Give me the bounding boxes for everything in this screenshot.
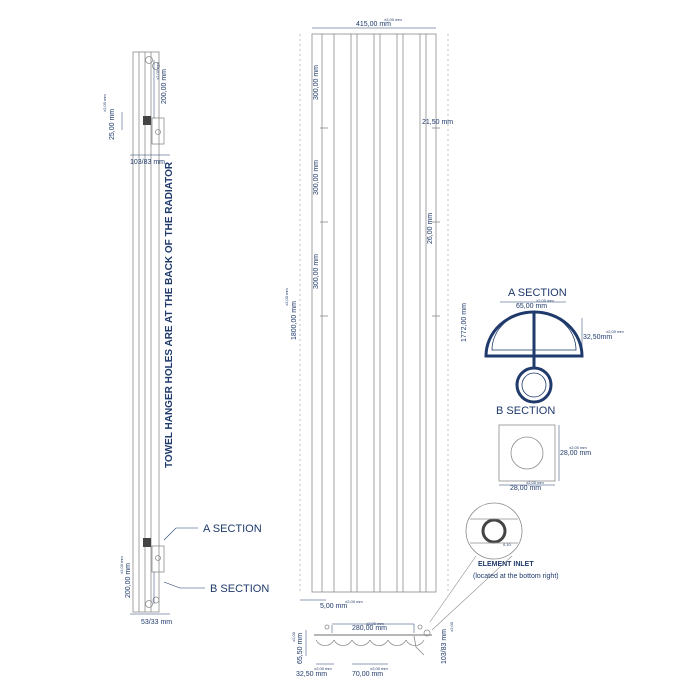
- side-dim-10383: 103/83 mm: [130, 159, 165, 166]
- side-clip-top: [143, 116, 151, 125]
- bottom-dim-3250: 32,50 mm: [296, 671, 327, 678]
- side-dim-top-200: 200,00 mm: [161, 69, 168, 104]
- front-view: [299, 27, 449, 601]
- bottom-dim-10383: 103/83 mm: [441, 629, 448, 664]
- front-dim-width-tol: ±2,00 mm: [384, 17, 402, 22]
- element-inlet-title: ELEMENT INLET: [478, 561, 534, 568]
- element-inlet-detail: [429, 502, 523, 631]
- side-dim-top-tol: ±2,00 mm: [155, 62, 160, 80]
- b-dim-28-h-tol: ±2,00 mm: [569, 445, 587, 450]
- a-section-profile: [484, 310, 584, 404]
- front-dim-500-tol: ±2,00 mm: [345, 599, 363, 604]
- a-dim-3250: 32,50mm: [583, 334, 612, 341]
- front-dim-500: 5,00 mm: [320, 603, 347, 610]
- front-dim-300-a: 300,00 mm: [313, 65, 320, 100]
- front-dim-width: 415,00 mm: [356, 21, 391, 28]
- front-dim-300-c: 300,00 mm: [313, 254, 320, 289]
- bottom-dim-70-tol: ±2,00 mm: [370, 666, 388, 671]
- bottom-dim-280-tol: ±2,00 mm: [366, 621, 384, 626]
- bottom-dim-6550-tol: ±2,00: [291, 631, 296, 642]
- front-dim-height: 1800,00 mm: [291, 301, 298, 340]
- side-dim-25-tol: ±2,00 mm: [102, 94, 107, 112]
- towel-hanger-note: TOWEL HANGER HOLES ARE AT THE BACK OF TH…: [164, 161, 175, 468]
- side-view: [121, 51, 205, 615]
- bottom-dim-70: 70,00 mm: [352, 671, 383, 678]
- side-dim-5333: 53/33 mm: [141, 619, 172, 626]
- bottom-dim-6550: 65,50 mm: [297, 633, 304, 664]
- b-section-detail-title: B SECTION: [496, 405, 555, 417]
- front-dim-300-b: 300,00 mm: [313, 160, 320, 195]
- bottom-view: [305, 623, 432, 665]
- side-bracket-top: [151, 117, 165, 145]
- a-dim-65-tol: ±2,00 mm: [536, 298, 554, 303]
- side-clip-bottom: [143, 538, 151, 547]
- side-bracket-bottom: [151, 545, 165, 573]
- front-dim-height-tol: ±2,00 mm: [284, 288, 289, 306]
- element-inlet-sub: (located at the bottom right): [473, 573, 559, 580]
- b-section-profile: [498, 424, 560, 486]
- bottom-dim-10383-tol: ±2,00: [449, 621, 454, 632]
- a-section-detail-title: A SECTION: [508, 287, 567, 299]
- inlet-tag: 0,10: [503, 542, 512, 547]
- bottom-dim-280: 280,00 mm: [352, 625, 387, 632]
- side-hole-bottom: [145, 600, 153, 608]
- side-view-outline: [132, 51, 160, 613]
- side-dim-bottom-200: 200,00 mm: [125, 563, 132, 598]
- b-dim-28-w-tol: ±2,00 mm: [526, 480, 544, 485]
- bottom-dim-3250-tol: ±2,00 mm: [314, 666, 332, 671]
- side-hole-top: [145, 56, 153, 64]
- front-dim-1772: 1772,00 mm: [461, 303, 468, 342]
- a-dim-3250-tol: ±2,00 mm: [606, 329, 624, 334]
- front-dim-2150: 21,50 mm: [422, 119, 453, 126]
- a-section-label: A SECTION: [203, 523, 262, 535]
- b-dim-28-w: 28,00 mm: [510, 485, 541, 492]
- b-section-label: B SECTION: [210, 583, 269, 595]
- a-dim-65: 65,00 mm: [516, 303, 547, 310]
- side-dim-bottom-tol: ±2,00 mm: [119, 556, 124, 574]
- side-dim-25: 25,00 mm: [109, 109, 116, 140]
- b-dim-28-h: 28,00 mm: [560, 450, 591, 457]
- front-dim-2600: 26,00 mm: [427, 213, 434, 244]
